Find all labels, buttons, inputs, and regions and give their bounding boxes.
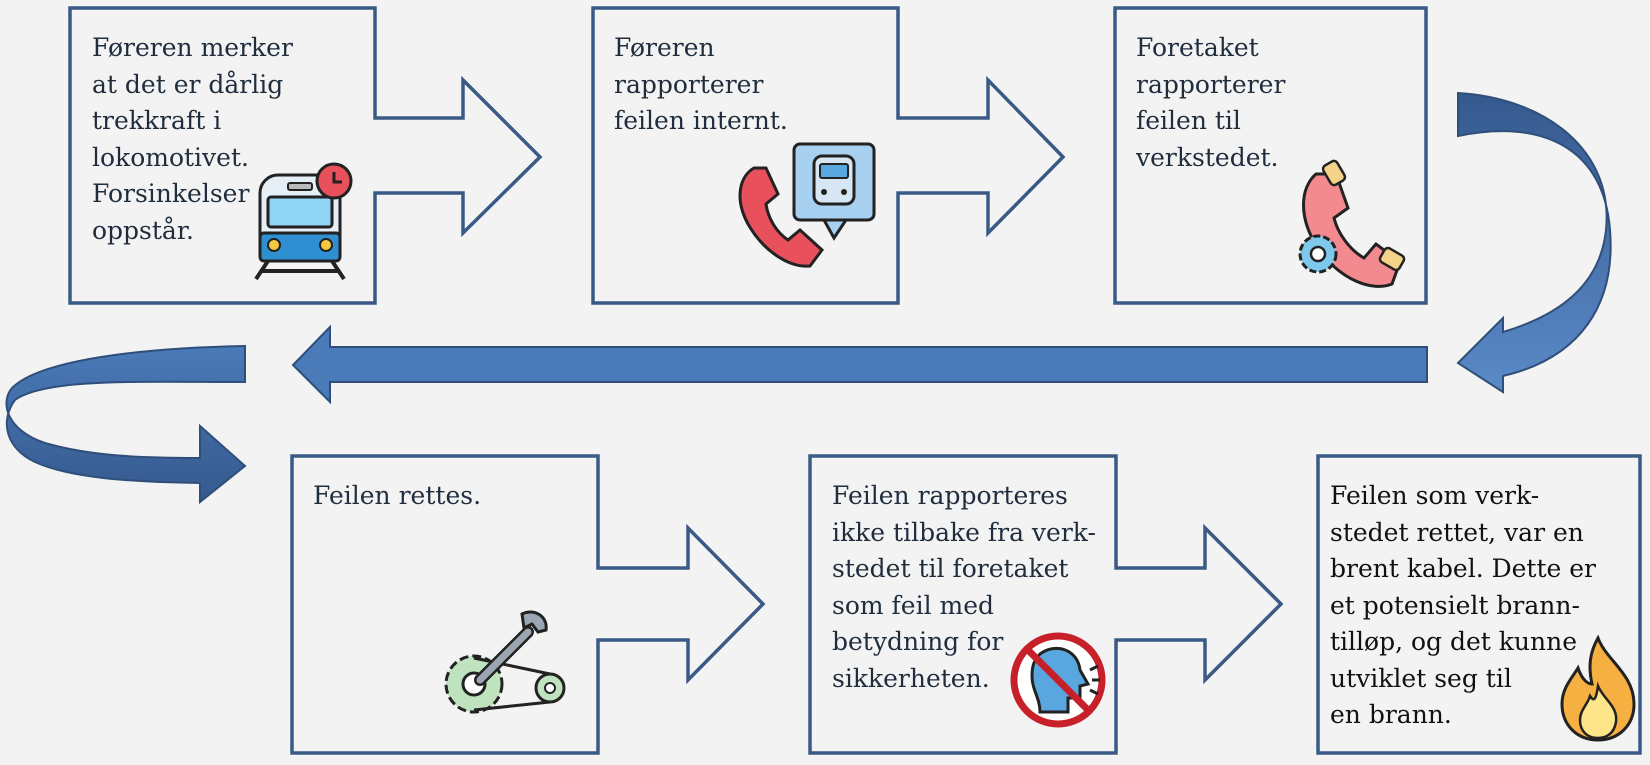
step-6-box xyxy=(1316,454,1642,755)
step-3-box xyxy=(1113,6,1428,305)
step-5-box xyxy=(808,454,1284,755)
long-left-arrow xyxy=(291,324,1428,405)
step-5-text: Feilen rapporteres ikke tilbake fra verk… xyxy=(832,481,1096,693)
phone-gear-icon xyxy=(1298,159,1406,288)
step-1-box xyxy=(68,6,543,305)
phone-train-chat-icon xyxy=(738,142,876,268)
no-speaking-icon xyxy=(1010,632,1106,728)
step-3-text: Foretaket rapporterer feilen til verkste… xyxy=(1136,33,1286,172)
curved-arrow-left xyxy=(5,344,247,505)
curved-arrow-right xyxy=(1456,91,1612,394)
step-6-text: Feilen som verk- stedet rettet, var en b… xyxy=(1330,481,1597,729)
step-2-text: Føreren rapporterer feilen internt. xyxy=(614,33,788,135)
step-1-text: Føreren merker at det er dårlig trekkraf… xyxy=(92,33,293,245)
fire-icon xyxy=(1560,634,1636,742)
train-clock-icon xyxy=(254,162,353,281)
step-4-box xyxy=(290,454,766,755)
step-2-box xyxy=(591,6,1066,305)
wrench-gear-icon xyxy=(444,610,566,714)
step-4-text: Feilen rettes. xyxy=(313,481,482,510)
